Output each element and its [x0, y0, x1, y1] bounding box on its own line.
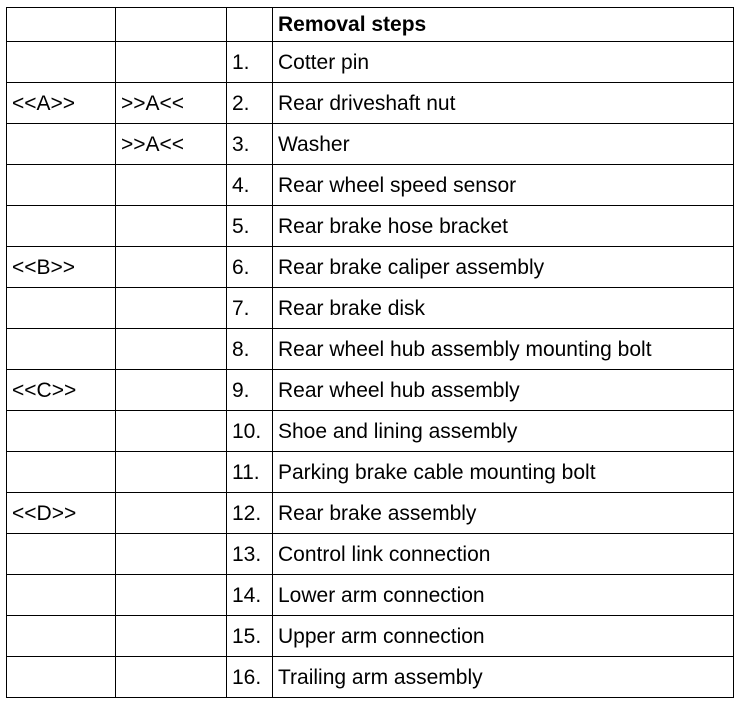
step-number-cell: 12. — [226, 492, 273, 534]
removal-ref-cell: <<B>> — [6, 246, 116, 288]
table-row: <<D>> 12. Rear brake assembly — [6, 492, 734, 534]
table-row: <<C>> 9. Rear wheel hub assembly — [6, 369, 734, 411]
step-description-cell: Rear brake assembly — [272, 492, 734, 534]
step-number-cell: 4. — [226, 164, 273, 206]
step-number-cell: 5. — [226, 205, 273, 247]
table-header-row: Removal steps — [6, 7, 734, 42]
installation-ref-cell — [115, 287, 227, 329]
step-description-cell: Cotter pin — [272, 41, 734, 83]
installation-ref-cell — [115, 164, 227, 206]
step-description-cell: Rear brake caliper assembly — [272, 246, 734, 288]
step-number-cell: 6. — [226, 246, 273, 288]
header-cell-installation-ref — [115, 7, 227, 42]
step-number-cell: 7. — [226, 287, 273, 329]
removal-ref-cell — [6, 41, 116, 83]
table-row: <<A>> >>A<< 2. Rear driveshaft nut — [6, 82, 734, 124]
header-cell-removal-ref — [6, 7, 116, 42]
table-row: >>A<< 3. Washer — [6, 123, 734, 165]
table-row: 14. Lower arm connection — [6, 574, 734, 616]
step-number-cell: 10. — [226, 410, 273, 452]
removal-ref-cell — [6, 205, 116, 247]
table-row: <<B>> 6. Rear brake caliper assembly — [6, 246, 734, 288]
installation-ref-cell — [115, 328, 227, 370]
table-row: 1. Cotter pin — [6, 41, 734, 83]
table-row: 15. Upper arm connection — [6, 615, 734, 657]
removal-ref-cell — [6, 164, 116, 206]
step-description-cell: Rear wheel speed sensor — [272, 164, 734, 206]
step-description-cell: Rear driveshaft nut — [272, 82, 734, 124]
step-number-cell: 16. — [226, 656, 273, 698]
installation-ref-cell — [115, 451, 227, 493]
step-description-cell: Control link connection — [272, 533, 734, 575]
step-number-cell: 14. — [226, 574, 273, 616]
step-description-cell: Rear brake disk — [272, 287, 734, 329]
step-description-cell: Parking brake cable mounting bolt — [272, 451, 734, 493]
step-number-cell: 1. — [226, 41, 273, 83]
installation-ref-cell — [115, 574, 227, 616]
step-number-cell: 9. — [226, 369, 273, 411]
installation-ref-cell — [115, 615, 227, 657]
removal-ref-cell — [6, 328, 116, 370]
removal-ref-cell — [6, 656, 116, 698]
step-description-cell: Lower arm connection — [272, 574, 734, 616]
installation-ref-cell: >>A<< — [115, 123, 227, 165]
table-row: 11. Parking brake cable mounting bolt — [6, 451, 734, 493]
installation-ref-cell — [115, 492, 227, 534]
step-description-cell: Upper arm connection — [272, 615, 734, 657]
header-cell-removal-steps: Removal steps — [272, 7, 734, 42]
table-row: 5. Rear brake hose bracket — [6, 205, 734, 247]
removal-steps-table: Removal steps 1. Cotter pin <<A>> >>A<< … — [6, 7, 734, 698]
removal-ref-cell — [6, 615, 116, 657]
step-description-cell: Washer — [272, 123, 734, 165]
installation-ref-cell — [115, 656, 227, 698]
removal-ref-cell: <<A>> — [6, 82, 116, 124]
installation-ref-cell — [115, 205, 227, 247]
removal-ref-cell — [6, 574, 116, 616]
step-number-cell: 8. — [226, 328, 273, 370]
step-description-cell: Shoe and lining assembly — [272, 410, 734, 452]
installation-ref-cell — [115, 246, 227, 288]
step-description-cell: Rear wheel hub assembly mounting bolt — [272, 328, 734, 370]
step-number-cell: 13. — [226, 533, 273, 575]
installation-ref-cell — [115, 369, 227, 411]
table-row: 8. Rear wheel hub assembly mounting bolt — [6, 328, 734, 370]
table-row: 7. Rear brake disk — [6, 287, 734, 329]
installation-ref-cell — [115, 533, 227, 575]
table-row: 13. Control link connection — [6, 533, 734, 575]
step-description-cell: Rear wheel hub assembly — [272, 369, 734, 411]
removal-ref-cell: <<C>> — [6, 369, 116, 411]
table-row: 10. Shoe and lining assembly — [6, 410, 734, 452]
step-description-cell: Rear brake hose bracket — [272, 205, 734, 247]
step-number-cell: 2. — [226, 82, 273, 124]
header-cell-number — [226, 7, 273, 42]
step-number-cell: 11. — [226, 451, 273, 493]
installation-ref-cell — [115, 41, 227, 83]
removal-ref-cell — [6, 123, 116, 165]
step-number-cell: 15. — [226, 615, 273, 657]
removal-ref-cell — [6, 287, 116, 329]
installation-ref-cell — [115, 410, 227, 452]
removal-ref-cell: <<D>> — [6, 492, 116, 534]
removal-ref-cell — [6, 533, 116, 575]
step-number-cell: 3. — [226, 123, 273, 165]
step-description-cell: Trailing arm assembly — [272, 656, 734, 698]
removal-ref-cell — [6, 451, 116, 493]
installation-ref-cell: >>A<< — [115, 82, 227, 124]
removal-ref-cell — [6, 410, 116, 452]
table-row: 4. Rear wheel speed sensor — [6, 164, 734, 206]
table-row: 16. Trailing arm assembly — [6, 656, 734, 698]
